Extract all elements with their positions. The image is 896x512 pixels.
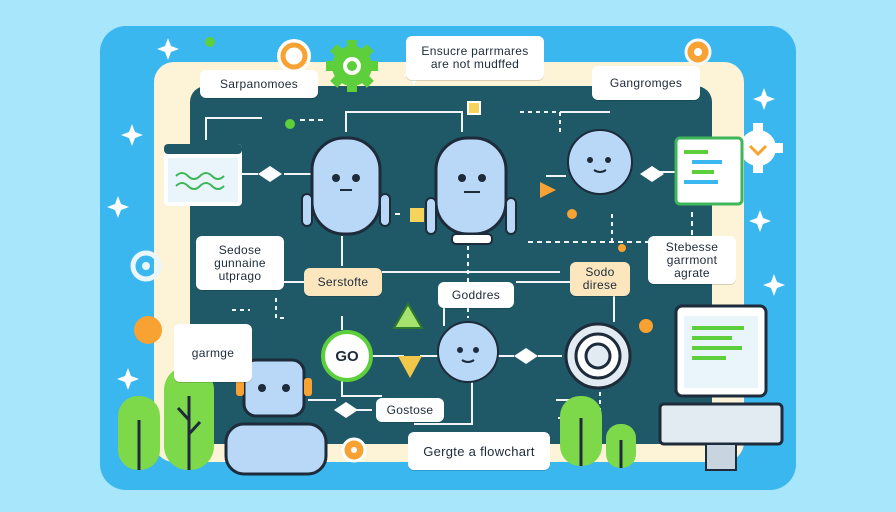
square-marker	[467, 101, 481, 115]
small-gear-icon	[341, 437, 367, 463]
node-sarpanomoes: Sarpanomoes	[200, 70, 318, 98]
node-gangromges: Gangromges	[592, 66, 700, 100]
title-box: Ensucre parrmares are not mudffed	[406, 36, 544, 80]
robot-person	[224, 358, 328, 476]
robot-character	[425, 136, 517, 245]
robot-character	[301, 136, 391, 236]
node-go: GO	[335, 347, 359, 365]
process-gear-icon	[564, 322, 632, 390]
computer-icon	[658, 304, 784, 471]
decorative-dots	[134, 37, 653, 344]
node-flowchart: Gergte a flowchart	[408, 432, 550, 470]
settings-gear-icon	[684, 38, 712, 66]
go-circle	[321, 330, 373, 382]
node-sodo: Sodo direse	[570, 262, 630, 296]
hourglass-marker	[410, 208, 424, 222]
warning-triangle	[392, 302, 424, 329]
node-serstofte: Serstofte	[304, 268, 382, 296]
decision-diamonds	[258, 166, 664, 418]
orange-ring-icon	[277, 39, 311, 73]
down-triangle	[398, 356, 422, 378]
node-sedose: Sedose gunnaine utprago	[196, 236, 284, 290]
code-panel-icon	[674, 136, 744, 206]
code-window-icon	[164, 144, 242, 206]
triangle-marker	[540, 182, 556, 198]
node-gostose: Gostose	[376, 398, 444, 422]
robot-ball	[437, 321, 499, 383]
robot-ball	[567, 129, 633, 195]
node-garmge: garmge	[174, 324, 252, 382]
blue-gear-icon	[130, 250, 162, 282]
gear-icon	[326, 40, 378, 92]
node-stebesse: Stebesse garrmont agrate	[648, 236, 736, 284]
node-goddres: Goddres	[438, 282, 514, 308]
tree-icon	[118, 366, 636, 470]
